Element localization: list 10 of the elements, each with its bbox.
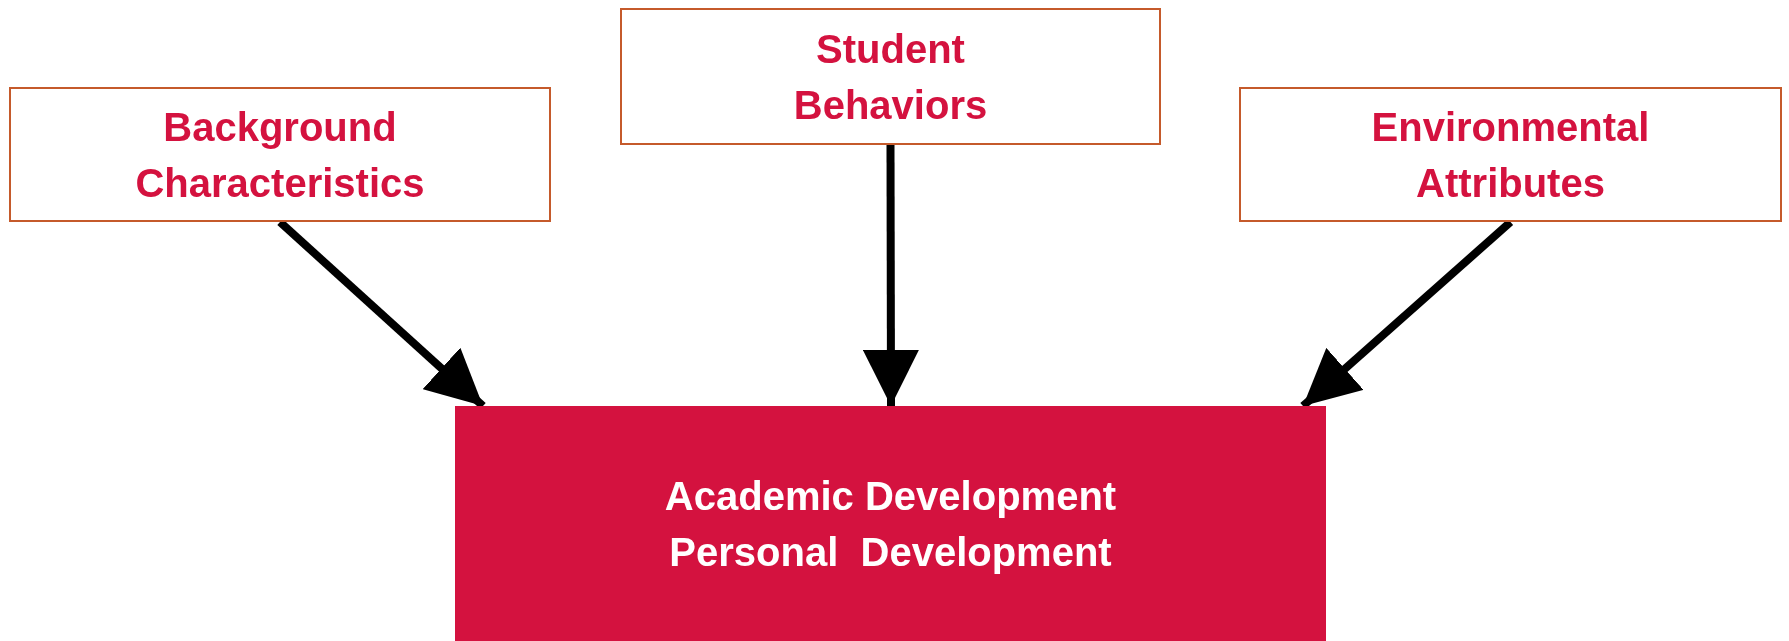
outcome-text: Academic Development — [664, 472, 1117, 520]
arrow — [862, 145, 919, 406]
factor-label: Student Behaviors — [792, 25, 989, 129]
factor-box — [9, 87, 551, 222]
factor-label: Environmental Attributes — [1370, 103, 1651, 207]
outcome-text: Personal Development — [669, 528, 1112, 576]
factor-box — [1239, 87, 1782, 222]
factor-label: Background Characteristics — [134, 103, 426, 207]
outcome-box — [455, 406, 1326, 641]
factor-box — [620, 8, 1161, 145]
